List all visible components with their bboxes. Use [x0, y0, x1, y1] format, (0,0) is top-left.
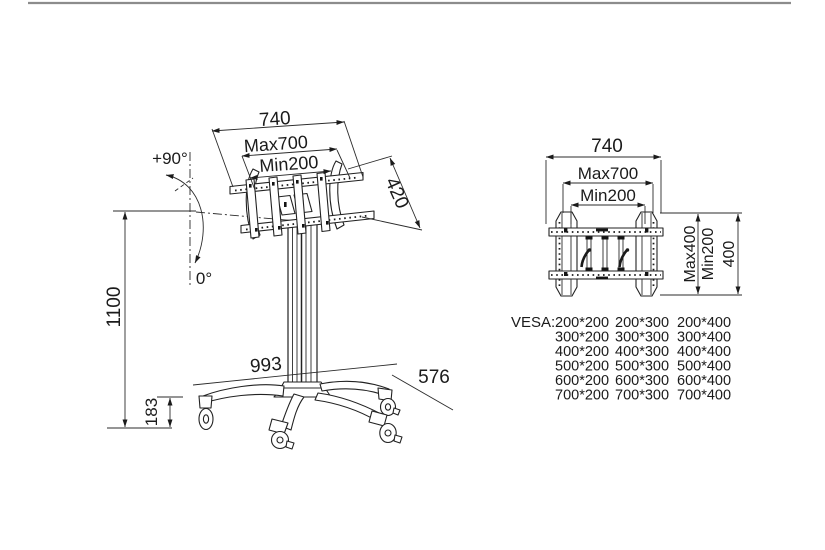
vesa-cell: 700*400	[677, 388, 731, 404]
front-height-max: Max400	[682, 225, 699, 282]
front-view: 740 Max700 Min200 Max400 Min200 400	[545, 136, 742, 297]
caster-front	[268, 418, 295, 450]
front-height-min: Min200	[700, 228, 717, 281]
tilt-indicator: +90° 0°	[113, 149, 298, 288]
caster-right-rear	[377, 387, 401, 417]
caster-right-front	[368, 410, 403, 444]
vesa-cell: 600*300	[615, 373, 669, 389]
side-width-min: Min200	[259, 152, 319, 176]
vesa-cell: 300*400	[677, 330, 731, 346]
side-height-overall: 1100	[104, 287, 125, 328]
side-caster-height: 183	[142, 398, 161, 426]
vesa-cell: 500*300	[615, 359, 669, 375]
vesa-cell: 300*200	[555, 330, 609, 346]
side-width-overall: 740	[258, 108, 291, 131]
side-width-max: Max700	[243, 132, 308, 156]
front-width-min: Min200	[580, 186, 636, 205]
leg-left	[199, 384, 285, 405]
vesa-cell: 200*300	[615, 315, 669, 331]
vesa-cell: 700*300	[615, 388, 669, 404]
front-height-overall: 400	[721, 241, 738, 268]
side-base-width: 993	[249, 354, 282, 378]
tilt-arc	[165, 174, 204, 264]
vesa-label: VESA:	[511, 314, 555, 331]
lever-right	[618, 249, 629, 268]
tilt-up-label: +90°	[152, 149, 188, 168]
vesa-cell: 500*400	[677, 359, 731, 375]
tilt-down-label: 0°	[196, 269, 212, 288]
vesa-cell: 300*300	[615, 330, 669, 346]
pole	[287, 223, 318, 392]
lever-left	[580, 249, 591, 268]
front-rail-top	[548, 227, 664, 237]
vesa-cell: 400*400	[677, 344, 731, 360]
vesa-cell: 600*400	[677, 373, 731, 389]
side-bracket-height: 420	[381, 174, 413, 212]
vesa-cell: 700*200	[555, 388, 609, 404]
side-view: +90° 0°	[104, 108, 454, 450]
front-width-overall: 740	[591, 136, 623, 157]
vesa-cell: 500*200	[555, 359, 609, 375]
front-view-dimensions: 740 Max700 Min200 Max400 Min200 400	[545, 136, 742, 296]
front-bracket	[548, 211, 664, 297]
leg-front	[280, 393, 305, 431]
vesa-cell: 200*400	[677, 315, 731, 331]
side-base-depth: 576	[418, 367, 450, 388]
base-legs	[198, 380, 403, 450]
vesa-table: VESA: 200*200 200*300 200*400 300*200 30…	[511, 314, 731, 404]
vesa-cell: 400*300	[615, 344, 669, 360]
caster-left	[198, 395, 214, 431]
front-width-max: Max700	[578, 164, 638, 183]
vesa-cell: 600*200	[555, 373, 609, 389]
vesa-cell: 200*200	[555, 315, 609, 331]
vesa-cell: 400*200	[555, 344, 609, 360]
side-view-dimensions: 740 Max700 Min200 420 1100 183 993	[104, 108, 454, 429]
